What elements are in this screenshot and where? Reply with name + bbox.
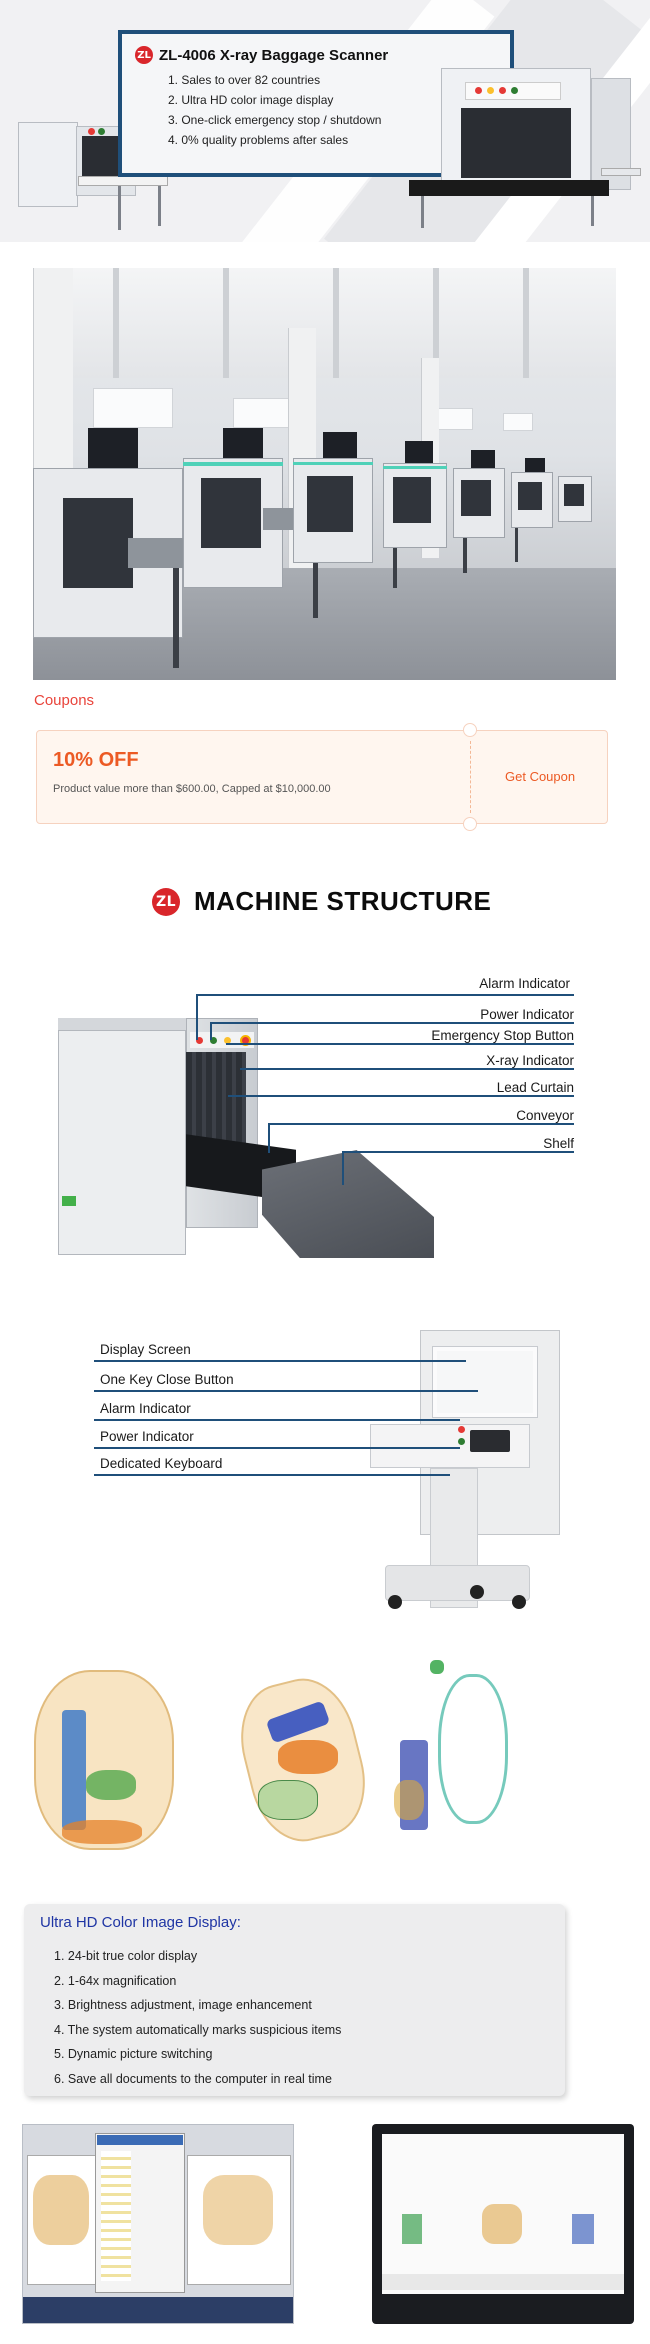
company-logo-icon: ZL (135, 46, 153, 64)
callout-dedicated-keyboard: Dedicated Keyboard (100, 1456, 223, 1471)
hero-scanner-large-image (405, 68, 643, 236)
coupon-discount: 10% OFF (53, 749, 139, 771)
image-display-title: Ultra HD Color Image Display: (40, 1914, 241, 1931)
callout-lead-curtain: Lead Curtain (496, 1080, 574, 1095)
hero-banner: ZL ZL-4006 X-ray Baggage Scanner 1. Sale… (0, 0, 650, 242)
xray-image-electronics (390, 1650, 530, 1870)
image-display-feature-item: 6. Save all documents to the computer in… (54, 2071, 332, 2086)
company-logo-icon: ZL (152, 887, 180, 916)
hero-feature-item: 3. One-click emergency stop / shutdown (168, 113, 382, 127)
image-display-feature-item: 1. 24-bit true color display (54, 1949, 198, 1963)
xray-image-bag-with-tools (238, 1660, 368, 1860)
callout-alarm-indicator: Alarm Indicator (100, 1401, 191, 1416)
factory-floor-photo (33, 268, 616, 680)
get-coupon-button[interactable]: Get Coupon (505, 769, 576, 784)
xray-image-backpack (22, 1650, 182, 1870)
hero-feature-item: 1. Sales to over 82 countries (168, 73, 321, 87)
callout-display-screen: Display Screen (100, 1342, 191, 1357)
callout-shelf: Shelf (543, 1136, 574, 1151)
callout-one-key-close-button: One Key Close Button (100, 1372, 234, 1387)
image-display-feature-list: 1. 24-bit true color display 2. 1-64x ma… (54, 1944, 341, 2091)
callout-emergency-stop-button: Emergency Stop Button (431, 1028, 574, 1043)
image-display-feature-item: 4. The system automatically marks suspic… (54, 2022, 342, 2037)
callout-conveyor: Conveyor (516, 1108, 574, 1123)
callout-xray-indicator: X-ray Indicator (486, 1053, 574, 1068)
image-display-feature-item: 5. Dynamic picture switching (54, 2047, 213, 2061)
hero-feature-item: 4. 0% quality problems after sales (168, 133, 349, 147)
image-display-feature-item: 3. Brightness adjustment, image enhancem… (54, 1998, 312, 2012)
hero-feature-list: 1. Sales to over 82 countries 2. Ultra H… (168, 70, 381, 150)
monitor-display-photo (372, 2124, 634, 2324)
hero-feature-item: 2. Ultra HD color image display (168, 93, 334, 107)
coupon-description: Product value more than $600.00, Capped … (53, 783, 331, 795)
callout-power-indicator: Power Indicator (480, 1007, 574, 1022)
image-display-feature-item: 2. 1-64x magnification (54, 1973, 177, 1988)
callout-power-indicator: Power Indicator (100, 1429, 194, 1444)
image-display-features-box: Ultra HD Color Image Display: 1. 24-bit … (24, 1904, 565, 2096)
coupons-label: Coupons (34, 692, 95, 709)
hero-title: ZL-4006 X-ray Baggage Scanner (159, 46, 389, 64)
software-screenshot (22, 2124, 294, 2324)
coupon-card: 10% OFF Product value more than $600.00,… (36, 723, 608, 831)
section-title: MACHINE STRUCTURE (194, 886, 492, 916)
callout-alarm-indicator: Alarm Indicator (479, 976, 570, 991)
